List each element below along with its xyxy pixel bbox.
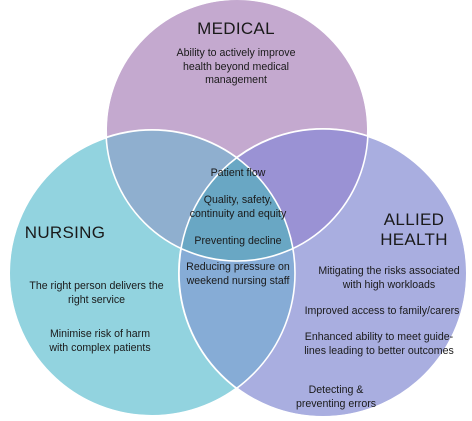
nursing-item-1: The right person delivers the right serv…: [29, 280, 164, 306]
medical-item-1: Ability to actively improve health beyon…: [176, 47, 296, 87]
shared-item-4: Reducing pressure on weekend nursing sta…: [186, 261, 290, 287]
shared-item-1: Patient flow: [210, 167, 266, 179]
allied-health-title: ALLIED HEALTH: [374, 210, 454, 251]
medical-title: MEDICAL: [197, 19, 275, 38]
allied-health-title-line1: ALLIED: [383, 210, 445, 229]
allied-health-title-line2: HEALTH: [380, 230, 448, 250]
nursing-title: NURSING: [24, 223, 106, 242]
allied-health-item-2: Improved access to family/carers: [304, 305, 460, 317]
allied-health-item-3: Enhanced ability to meet guide-lines lea…: [304, 331, 454, 357]
shared-item-2: Quality, safety, continuity and equity: [189, 194, 287, 220]
allied-health-item-1: Mitigating the risks associated with hig…: [318, 265, 460, 291]
allied-health-item-4: Detecting & preventing errors: [295, 384, 377, 410]
shared-item-3: Preventing decline: [194, 235, 282, 247]
nursing-item-2: Minimise risk of harm with complex patie…: [49, 328, 151, 354]
shared-center-region: [179, 130, 295, 261]
